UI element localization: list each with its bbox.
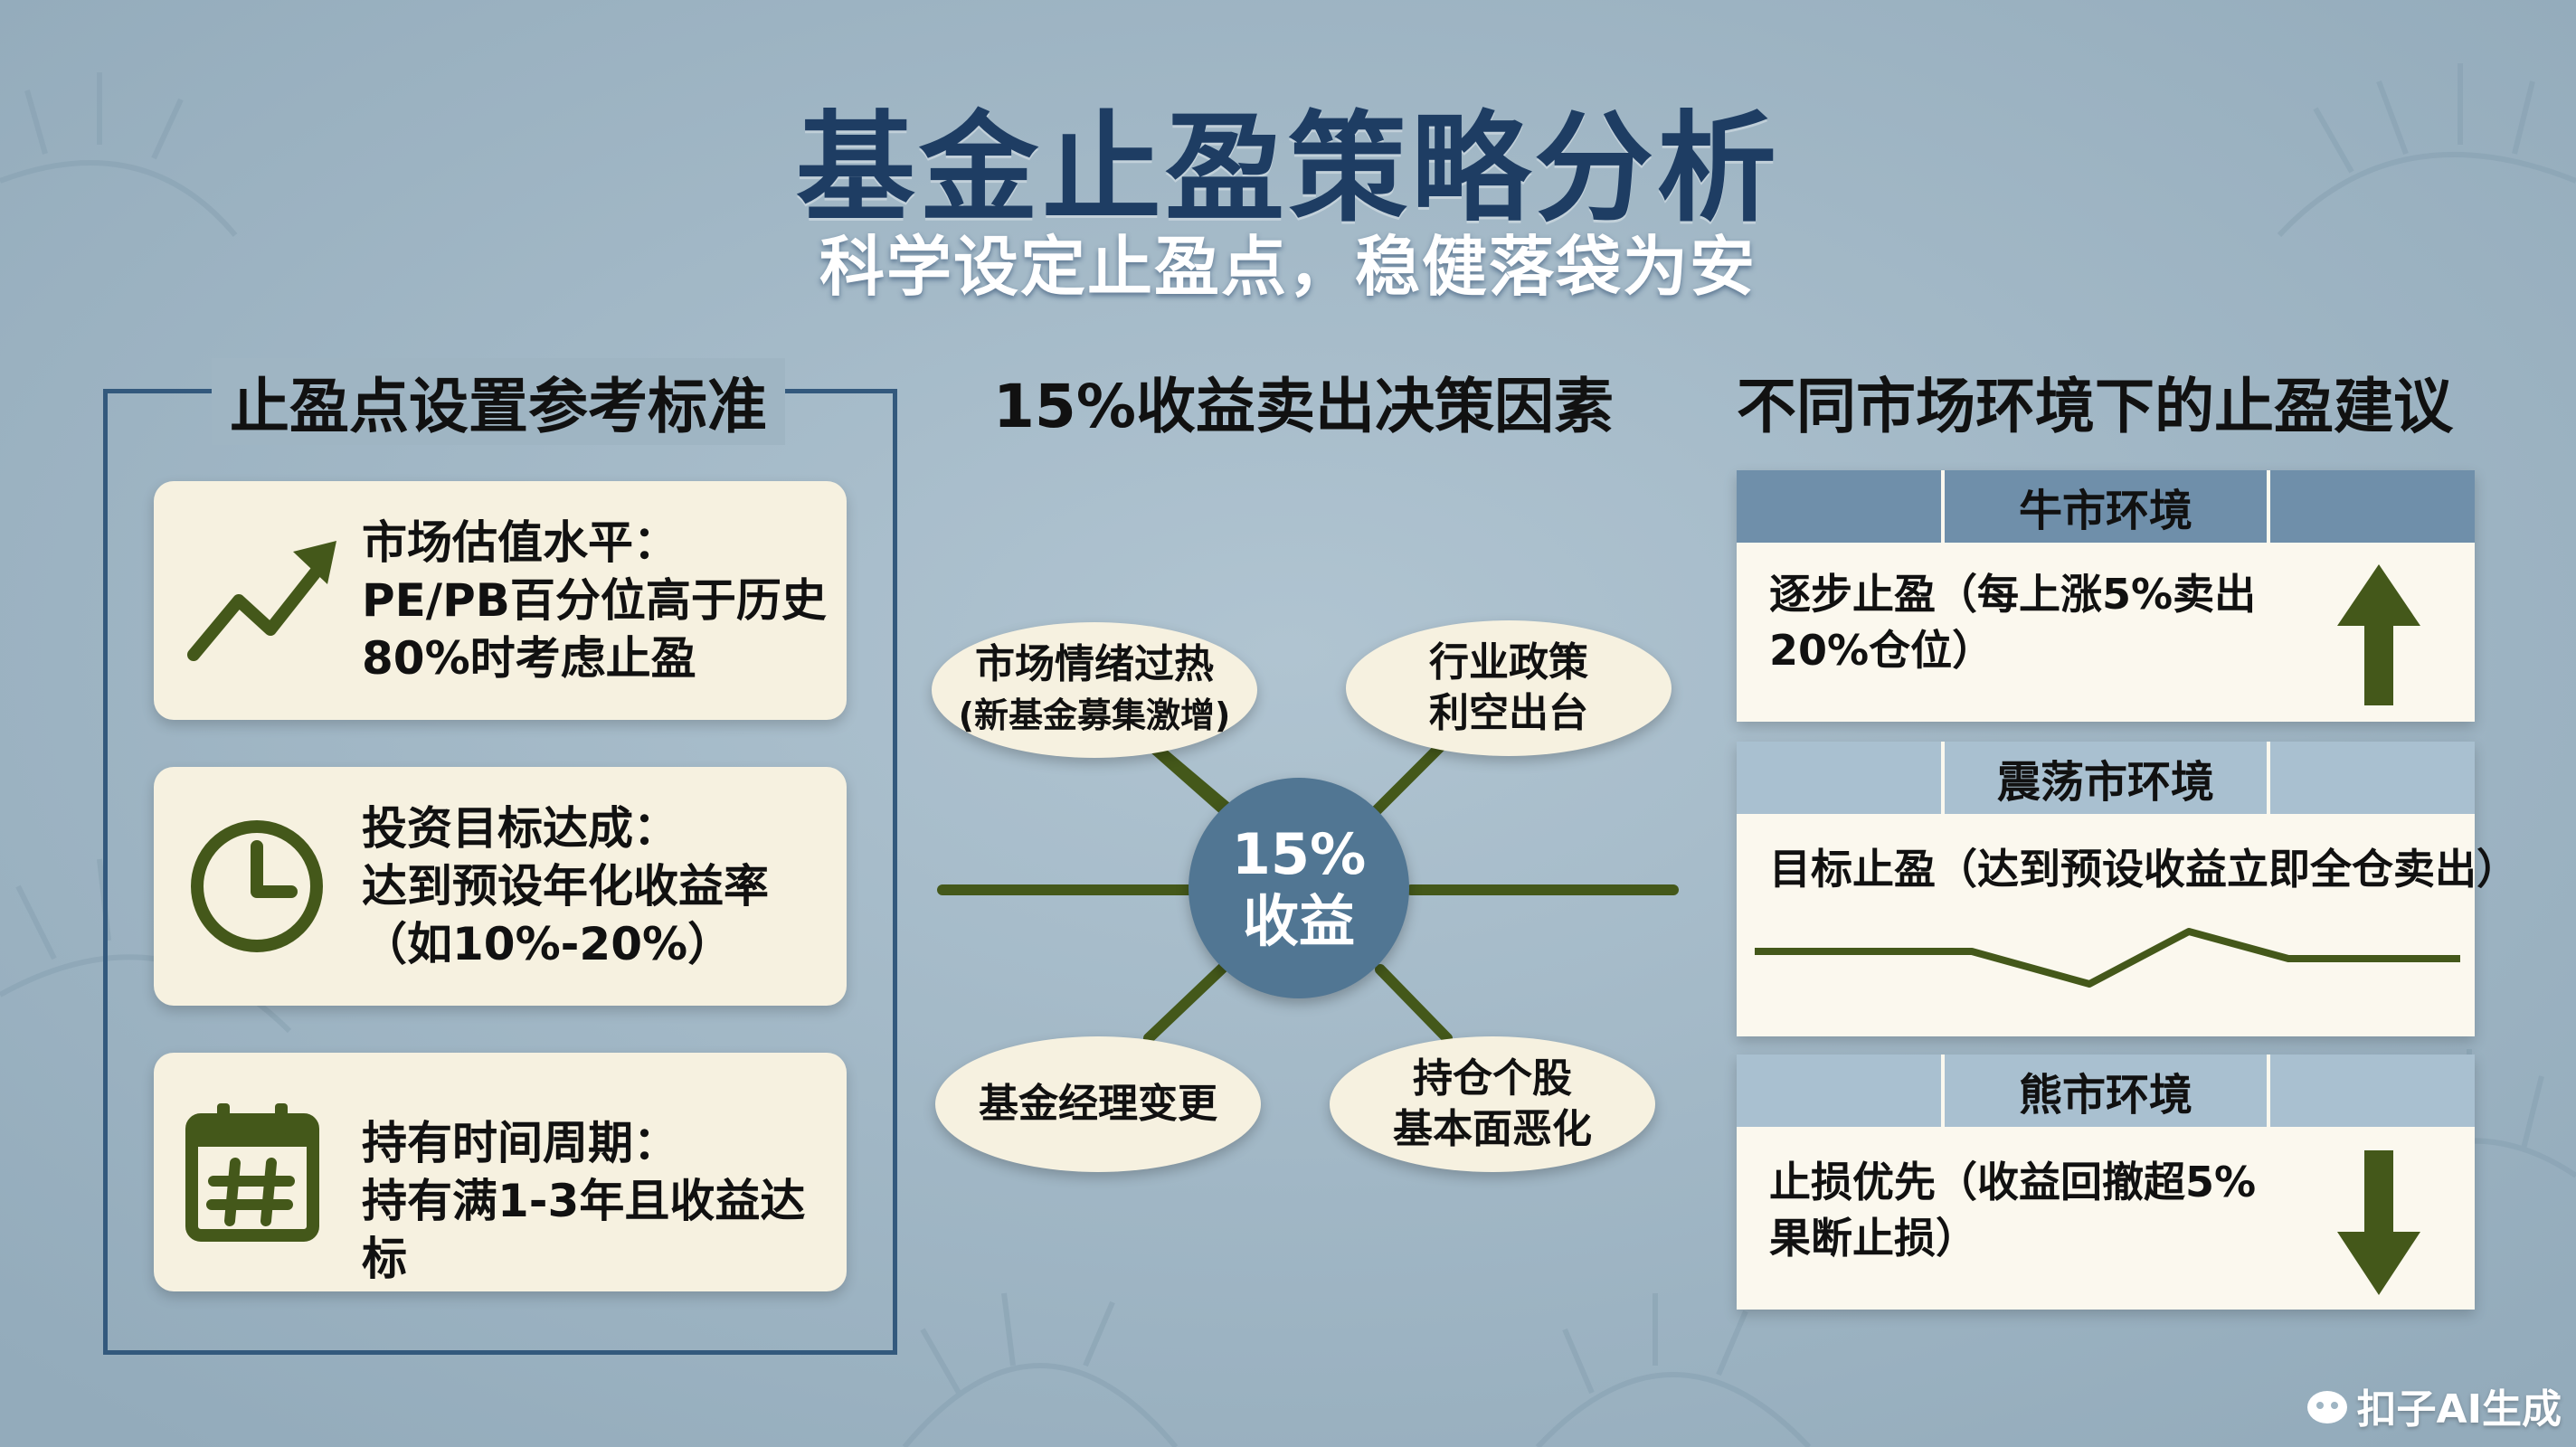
panel-bull-title: 牛市环境 xyxy=(1941,470,2270,543)
panel-range-title: 震荡市环境 xyxy=(1941,742,2270,814)
factor-holdings-line-2: 基本面恶化 xyxy=(1393,1106,1592,1152)
card-valuation-title: 市场估值水平： xyxy=(362,516,678,569)
panel-bear-header: 熊市环境 xyxy=(1737,1055,2475,1127)
decision-connectors xyxy=(937,734,1679,1044)
factor-market-sentiment: 市场情绪过热 (新基金募集激增) xyxy=(932,622,1257,758)
card-valuation: 市场估值水平： PE/PB百分位高于历史 80%时考虑止盈 xyxy=(154,481,847,720)
panel-range-market: 震荡市环境 目标止盈（达到预设收益立即全仓卖出） xyxy=(1737,742,2518,1036)
robot-logo-icon xyxy=(2306,1391,2347,1423)
panel-bear-title: 熊市环境 xyxy=(1941,1055,2270,1127)
left-column-heading: 止盈点设置参考标准 xyxy=(212,358,785,445)
hub-line-2: 收益 xyxy=(1242,888,1355,954)
factor-industry-policy: 行业政策 利空出台 xyxy=(1346,620,1672,756)
middle-column-heading: 15%收益卖出决策因素 xyxy=(993,372,1614,441)
panel-bear-line-2: 果断止损） xyxy=(1769,1214,1977,1263)
calendar-icon xyxy=(185,1103,319,1242)
hub-15-percent-return: 15% 收益 xyxy=(1189,778,1409,998)
trend-up-icon xyxy=(187,541,336,661)
factor-industry-policy-line-1: 行业政策 xyxy=(1429,639,1588,686)
card-target-title: 投资目标达成： xyxy=(362,802,678,855)
factor-manager-change: 基金经理变更 xyxy=(935,1036,1261,1172)
card-holding-line-1: 持有满1-3年且收益达标 xyxy=(362,1175,806,1285)
arrow-up-icon xyxy=(2337,564,2420,705)
arrow-down-icon xyxy=(2337,1150,2420,1295)
right-column-heading: 不同市场环境下的止盈建议 xyxy=(1737,372,2453,441)
factor-holdings-line-1: 持仓个股 xyxy=(1413,1055,1572,1102)
panel-range-line-1: 目标止盈（达到预设收益立即全仓卖出） xyxy=(1769,845,2518,894)
page-subtitle: 科学设定止盈点，稳健落袋为安 xyxy=(819,229,1757,305)
factor-market-sentiment-line-1: 市场情绪过热 xyxy=(975,641,1214,687)
panel-bull-market: 牛市环境 逐步止盈（每上涨5%卖出 20%仓位） xyxy=(1737,470,2475,722)
factor-market-sentiment-line-2: (新基金募集激增) xyxy=(958,695,1231,735)
card-holding-period: 持有时间周期： 持有满1-3年且收益达标 xyxy=(154,1053,847,1291)
card-target: 投资目标达成： 达到预设年化收益率 （如10%-20%） xyxy=(154,767,847,1006)
watermark: 扣子AI生成 xyxy=(2305,1376,2562,1434)
card-target-line-1: 达到预设年化收益率 xyxy=(362,860,769,913)
panel-bear-market: 熊市环境 止损优先（收益回撤超5% 果断止损） xyxy=(1737,1055,2475,1310)
panel-range-header: 震荡市环境 xyxy=(1737,742,2475,814)
factor-manager-change-line-1: 基金经理变更 xyxy=(979,1081,1217,1127)
card-valuation-line-1: PE/PB百分位高于历史 xyxy=(362,574,827,627)
card-target-line-2: （如10%-20%） xyxy=(362,918,734,970)
hub-line-1: 15% xyxy=(1231,821,1367,887)
panel-bull-line-2: 20%仓位） xyxy=(1769,626,1994,675)
panel-bear-line-1: 止损优先（收益回撤超5% xyxy=(1769,1158,2257,1206)
clock-icon xyxy=(191,820,323,952)
card-valuation-line-2: 80%时考虑止盈 xyxy=(362,632,696,685)
zigzag-line-icon xyxy=(1755,928,2460,988)
page-title: 基金止盈策略分析 xyxy=(796,99,1780,239)
card-holding-title: 持有时间周期： xyxy=(362,1117,678,1169)
watermark-text: 扣子AI生成 xyxy=(2356,1386,2562,1433)
factor-holdings-fundamentals: 持仓个股 基本面恶化 xyxy=(1330,1036,1655,1172)
panel-bull-line-1: 逐步止盈（每上涨5%卖出 xyxy=(1769,570,2257,619)
factor-industry-policy-line-2: 利空出台 xyxy=(1429,690,1588,736)
panel-bull-header: 牛市环境 xyxy=(1737,470,2475,543)
